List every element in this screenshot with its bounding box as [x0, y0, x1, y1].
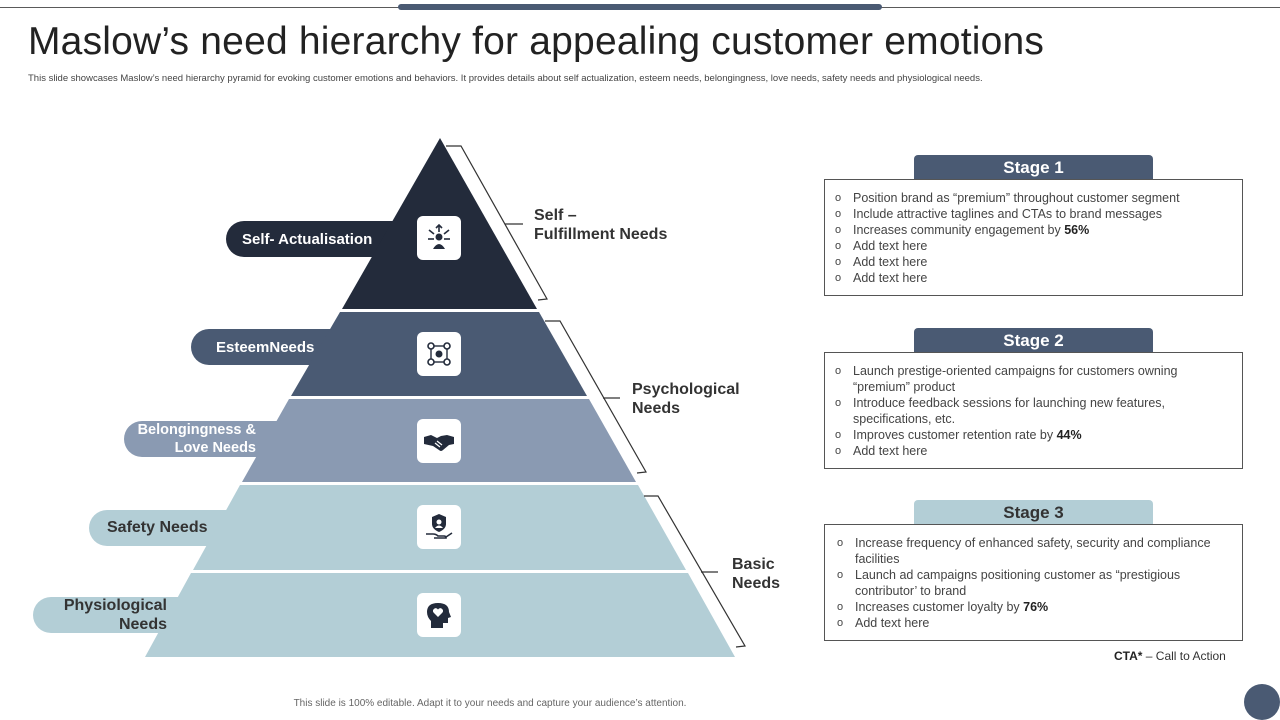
pill-self-actualisation-bg [226, 221, 426, 257]
stage-2-item: o Improves customer retention rate by 44% [835, 427, 1228, 443]
stage-item-text: Introduce feedback sessions for launchin… [853, 396, 1165, 426]
stage-3-item: o Launch ad campaigns positioning custome… [837, 567, 1228, 599]
stage-item-text: Increases customer loyalty by 76% [855, 600, 1049, 614]
level-label-belonging-line1: Belongingness & [137, 422, 256, 438]
stage-item-text: Add text here [853, 271, 928, 285]
bracket-basic [644, 495, 746, 648]
bullet-icon: o [837, 601, 844, 613]
bullet-icon: o [835, 429, 842, 441]
stage-2-box: o Launch prestige-oriented campaigns for … [824, 352, 1243, 469]
stage-item-text: Increase frequency of enhanced safety, s… [855, 536, 1211, 566]
level-label-belonging: Belongingness & Love Needs [124, 421, 256, 457]
bullet-icon: o [837, 569, 844, 581]
stage-2-item: o Introduce feedback sessions for launchi… [835, 395, 1228, 427]
group-label-basic: Basic Needs [732, 556, 781, 592]
bullet-icon: o [837, 537, 844, 549]
stage-1-list: o Position brand as “premium” throughout … [835, 190, 1228, 286]
stage-1-box: o Position brand as “premium” throughout … [824, 179, 1243, 296]
stage-1-item: o Increases community engagement by 56% [835, 222, 1228, 238]
safety-hand-icon [417, 505, 461, 549]
bullet-icon: o [835, 192, 842, 204]
stage-3-box: o Increase frequency of enhanced safety, … [824, 524, 1243, 641]
group-label-self-fulfillment: Self – Fulfillment Needs [534, 207, 668, 243]
bullet-icon: o [835, 240, 842, 252]
bracket-psych [545, 320, 647, 474]
network-nodes-icon [417, 332, 461, 376]
bullet-icon: o [837, 617, 844, 629]
stage-item-text: Include attractive taglines and CTAs to … [853, 207, 1162, 221]
head-heart-icon [417, 593, 461, 637]
cta-text: – Call to Action [1142, 649, 1226, 663]
slide-title: Maslow’s need hierarchy for appealing cu… [28, 20, 1045, 63]
level-label-esteem: EsteemNeeds [216, 338, 315, 356]
stage-item-highlight: 56% [1064, 223, 1090, 237]
stage-2-item: o Launch prestige-oriented campaigns for … [835, 363, 1228, 395]
stage-item-text: Launch prestige-oriented campaigns for c… [853, 364, 1178, 394]
stage-item-text: Add text here [853, 239, 928, 253]
bullet-icon: o [835, 272, 842, 284]
level-label-physiological-line2: Needs [118, 616, 167, 633]
stage-3-item: o Add text here [837, 615, 1228, 631]
stage-3-tab: Stage 3 [914, 500, 1153, 525]
level-label-belonging-line2: Love Needs [174, 440, 256, 456]
stage-1-tab: Stage 1 [914, 155, 1153, 180]
stage-1-item: o Add text here [835, 254, 1228, 270]
bracket-self [446, 145, 548, 301]
bullet-icon: o [835, 445, 842, 457]
handshake-icon [417, 419, 461, 463]
stage-item-text: Position brand as “premium” throughout c… [853, 191, 1180, 205]
stage-3-item: o Increases customer loyalty by 76% [837, 599, 1228, 615]
stage-1-item: o Include attractive taglines and CTAs to… [835, 206, 1228, 222]
stage-3-list: o Increase frequency of enhanced safety, … [837, 535, 1228, 631]
level-label-self-actualisation: Self- Actualisation [242, 230, 373, 248]
slide-subtitle: This slide showcases Maslow’s need hiera… [28, 73, 983, 84]
bullet-icon: o [835, 224, 842, 236]
person-arrows-icon [417, 216, 461, 260]
stage-item-text: Add text here [853, 444, 928, 458]
stage-item-text: Add text here [855, 616, 930, 630]
bullet-icon: o [835, 397, 842, 409]
bullet-icon: o [835, 256, 842, 268]
group-label-psychological: Psychological Needs [632, 381, 740, 417]
bullet-icon: o [835, 365, 842, 377]
level-label-physiological: Physiological Needs [33, 597, 167, 633]
top-accent-bar [398, 4, 882, 10]
stage-item-highlight: 76% [1023, 600, 1049, 614]
cta-footnote: CTA* – Call to Action [1114, 649, 1226, 663]
stage-item-text: Increases community engagement by 56% [853, 223, 1090, 237]
stage-2-list: o Launch prestige-oriented campaigns for … [835, 363, 1228, 459]
stage-item-text: Improves customer retention rate by 44% [853, 428, 1082, 442]
level-label-physiological-line1: Physiological [63, 597, 167, 614]
stage-item-text: Add text here [853, 255, 928, 269]
stage-2-item: o Add text here [835, 443, 1228, 459]
stage-item-text: Launch ad campaigns positioning customer… [855, 568, 1181, 598]
stage-2-tab: Stage 2 [914, 328, 1153, 353]
stage-1-item: o Add text here [835, 238, 1228, 254]
bullet-icon: o [835, 208, 842, 220]
slide-footer: This slide is 100% editable. Adapt it to… [293, 698, 687, 709]
corner-decoration [1244, 684, 1280, 720]
cta-abbr: CTA* [1114, 649, 1143, 663]
stage-3-item: o Increase frequency of enhanced safety, … [837, 535, 1228, 567]
stage-item-highlight: 44% [1056, 428, 1082, 442]
stage-1-item: o Position brand as “premium” throughout … [835, 190, 1228, 206]
level-label-safety: Safety Needs [107, 519, 208, 536]
stage-1-item: o Add text here [835, 270, 1228, 286]
